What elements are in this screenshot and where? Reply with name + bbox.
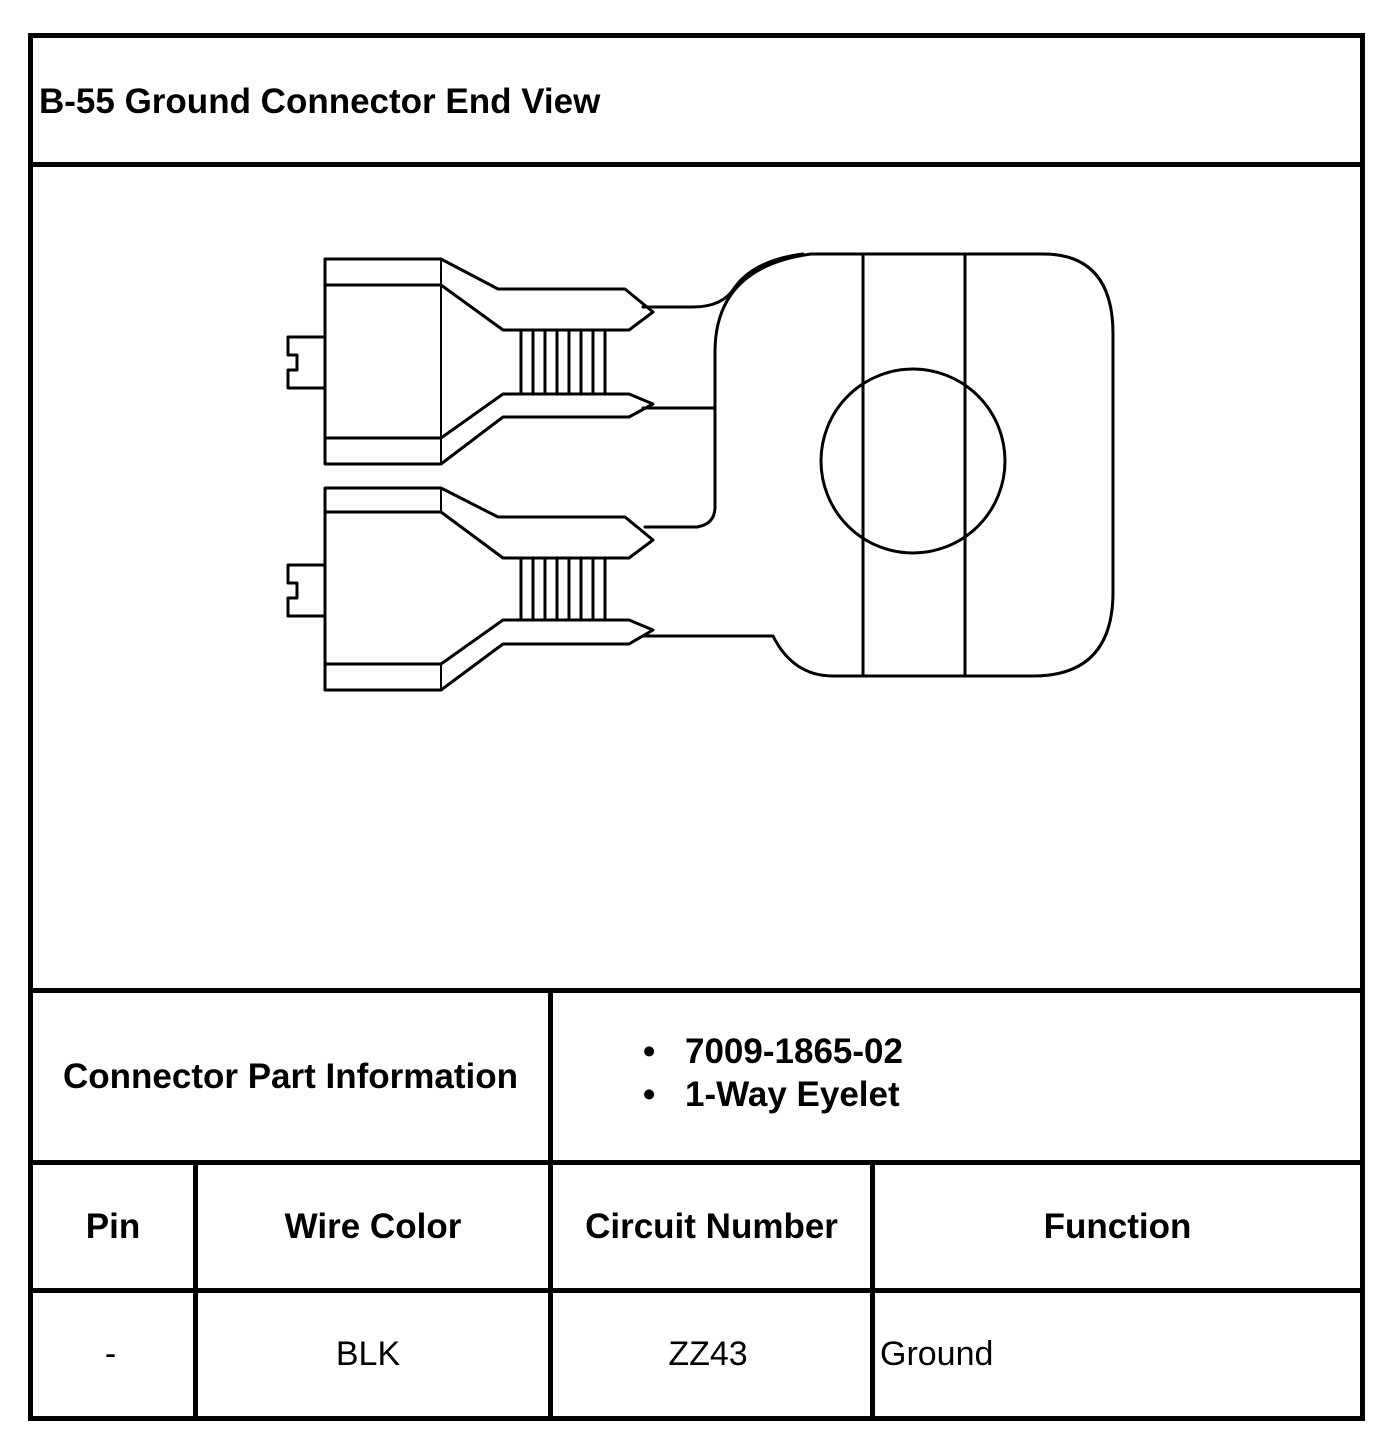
column-header-function: Function [1043,1206,1192,1246]
upper-barrel-tab [286,335,327,390]
divider [548,993,553,1160]
bullet-icon: • [643,1075,656,1114]
divider [33,1288,1360,1293]
part-info-label: Connector Part Information [62,1056,519,1096]
upper-barrel-outline [323,257,655,332]
stud-hole [819,367,1007,555]
table-cell-function: Ground [880,1335,994,1373]
eyelet-ring-inner-top [641,252,805,309]
lower-barrel-outline [323,486,655,560]
divider [33,988,1360,993]
table-cell-pin: - [104,1335,117,1373]
table-cell-wire-color: BLK [335,1335,401,1373]
terminal-neck [641,406,717,529]
upper-barrel-outline-lower [323,392,655,466]
column-header-pin: Pin [85,1206,141,1246]
eyelet-ring-outline [641,252,1115,678]
eyelet-terminal-drawing [286,252,1115,692]
divider [33,1160,1360,1165]
connector-sheet: B-55 Ground Connector End View [28,33,1365,1421]
divider [193,1165,198,1416]
divider [33,162,1360,167]
page-title: B-55 Ground Connector End View [39,82,601,121]
lower-barrel-outline-lower [323,618,655,692]
divider [870,1165,875,1416]
divider [548,1165,553,1416]
connector-end-view-diagram [33,172,1360,990]
column-header-circuit-number: Circuit Number [585,1206,838,1246]
part-type-item: • 1-Way Eyelet [643,1073,903,1116]
part-number-item: • 7009-1865-02 [643,1030,903,1073]
table-cell-circuit-number: ZZ43 [668,1335,748,1373]
part-number: 7009-1865-02 [685,1032,903,1071]
part-type: 1-Way Eyelet [685,1075,900,1114]
lower-barrel-tab [286,563,327,618]
part-info-list: • 7009-1865-02 • 1-Way Eyelet [643,1030,903,1116]
column-header-wire-color: Wire Color [284,1206,462,1246]
bullet-icon: • [643,1032,656,1071]
